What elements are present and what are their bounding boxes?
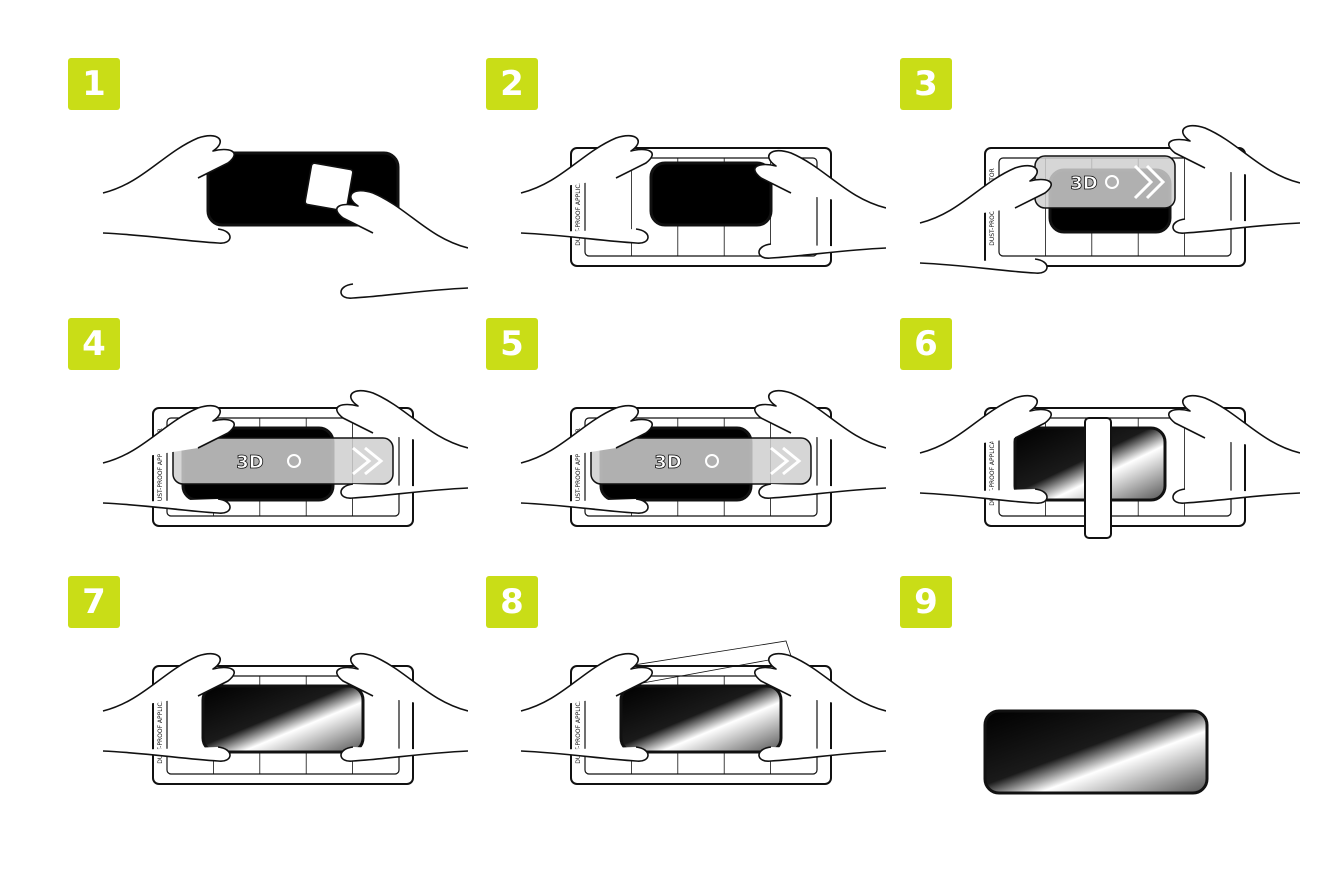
right-hand (336, 389, 468, 499)
right-hand (1168, 124, 1300, 234)
step-illustration: DUST-PROOF APPLICATOR (68, 636, 488, 836)
step-number-badge: 5 (486, 318, 538, 370)
left-hand (102, 652, 235, 762)
step-illustration: DUST-PROOF APPLICATOR (486, 636, 906, 836)
film-brand-text: 3D (236, 452, 263, 473)
step-number-badge: 9 (900, 576, 952, 628)
cleaning-wipe (304, 162, 354, 212)
step-number-badge: 4 (68, 318, 120, 370)
right-hand (336, 189, 468, 299)
step-number-badge: 6 (900, 318, 952, 370)
step-9: 9 (900, 576, 1320, 846)
right-hand (1168, 394, 1300, 504)
step-illustration (900, 636, 1320, 836)
tray-label: DUST-PROOF APPLICATOR (575, 428, 582, 506)
step-number-badge: 7 (68, 576, 120, 628)
tray-label: DUST-PROOF APPLICATOR (575, 686, 582, 764)
left-hand (919, 394, 1052, 504)
step-number-badge: 1 (68, 58, 120, 110)
left-hand (520, 404, 653, 514)
phone-screen (649, 161, 773, 227)
step-illustration: DUST-PROOF APPLICATOR 3D (68, 378, 488, 578)
press-card (1084, 417, 1112, 539)
left-hand (520, 134, 653, 244)
protective-film: 3D (172, 437, 394, 485)
step-illustration: DUST-PROOF APPLICATOR (486, 118, 906, 318)
protective-film: 3D (1034, 155, 1176, 209)
step-illustration: DUST-PROOF APPLICATOR 3D (486, 378, 906, 578)
step-number-badge: 3 (900, 58, 952, 110)
step-number-badge: 8 (486, 576, 538, 628)
step-illustration: DUST-PROOF APPLICATOR (900, 378, 1320, 578)
step-number-badge: 2 (486, 58, 538, 110)
film-brand-text: 3D (1070, 173, 1097, 194)
tray-label: DUST-PROOF APPLICATOR (575, 168, 582, 246)
left-hand (520, 652, 653, 762)
phone-screen (619, 684, 783, 754)
phone-screen (983, 709, 1209, 795)
right-hand (754, 652, 886, 762)
left-hand (102, 404, 235, 514)
step-1: 1 (68, 58, 488, 328)
film-brand-text: 3D (654, 452, 681, 473)
pull-tab (595, 640, 792, 687)
left-hand (102, 134, 235, 244)
tray-label: DUST-PROOF APPLICATOR (157, 686, 164, 764)
phone-screen (201, 684, 365, 754)
right-hand (336, 652, 468, 762)
tray-label: DUST-PROOF APPLICATOR (157, 428, 164, 506)
tray-label: DUST-PROOF APPLICATOR (989, 428, 996, 506)
right-hand (754, 389, 886, 499)
left-hand (919, 164, 1052, 274)
right-hand (754, 149, 886, 259)
step-illustration (68, 118, 488, 318)
protective-film: 3D (590, 437, 812, 485)
